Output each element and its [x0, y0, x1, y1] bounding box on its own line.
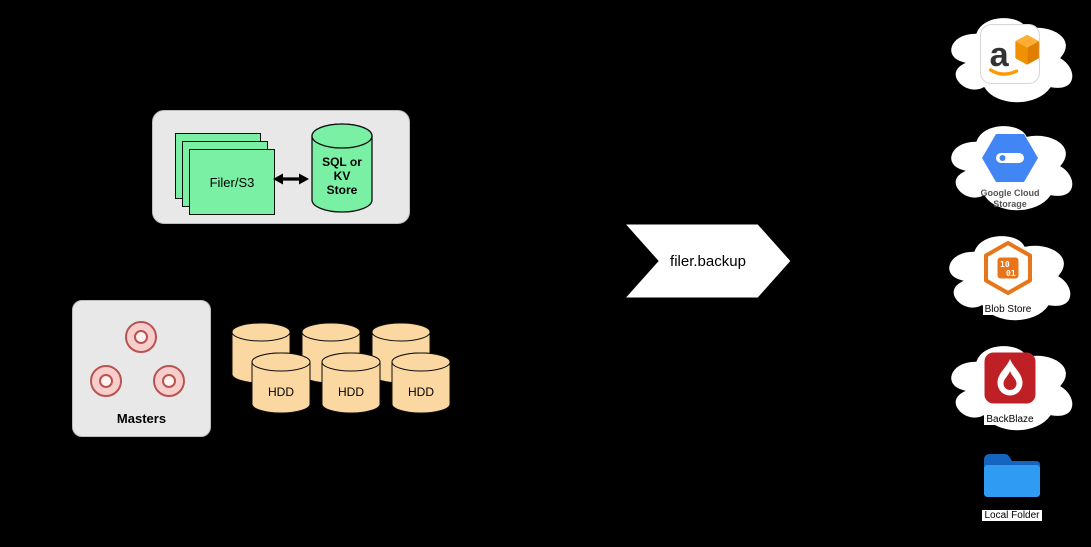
- svg-text:10: 10: [1000, 260, 1010, 269]
- backblaze-flame-icon: [984, 352, 1036, 409]
- filer-cluster-container: Filer/S3 SQL or KV Store: [152, 110, 410, 224]
- local-folder-label: Local Folder: [982, 510, 1042, 521]
- left-right-arrow-icon: [273, 173, 309, 185]
- gcs-cloud: Google Cloud Storage: [940, 116, 1080, 216]
- masters-container: Masters: [72, 300, 211, 437]
- hdd-label: HDD: [408, 385, 434, 399]
- filer-stack-front: Filer/S3: [189, 149, 275, 215]
- aws-cloud-icon: a: [980, 24, 1040, 89]
- svg-text:01: 01: [1006, 269, 1016, 278]
- volume-cylinder-hdd: HDD: [251, 352, 311, 414]
- master-node-icon: [90, 365, 122, 397]
- filer-backup-banner: filer.backup: [623, 223, 792, 299]
- local-folder-destination: Local Folder: [952, 448, 1072, 521]
- volume-cylinder: [301, 322, 361, 384]
- local-folder-icon: [984, 454, 1040, 497]
- aws-cloud: a: [940, 8, 1080, 108]
- blob-store-cloud: 10 01 Blob Store: [938, 226, 1078, 326]
- master-node-icon: [153, 365, 185, 397]
- kv-store-cylinder: [311, 123, 373, 213]
- masters-label: Masters: [116, 411, 167, 426]
- volume-cylinder-hdd: HDD: [321, 352, 381, 414]
- master-node-hole: [134, 330, 148, 344]
- kv-store-label: SQL or KV Store: [322, 155, 362, 197]
- hdd-label: HDD: [338, 385, 364, 399]
- blob-store-icon: 10 01: [980, 240, 1036, 301]
- hdd-label: HDD: [268, 385, 294, 399]
- gcs-label: Google Cloud Storage: [980, 188, 1040, 209]
- volume-cylinder-hdd: HDD: [391, 352, 451, 414]
- google-cloud-storage-icon: [982, 134, 1038, 187]
- backblaze-label: BackBlaze: [984, 414, 1036, 425]
- master-node-hole: [162, 374, 176, 388]
- filer-label: Filer/S3: [209, 174, 255, 190]
- svg-text:a: a: [990, 36, 1010, 74]
- filer-backup-label: filer.backup: [670, 252, 746, 270]
- blob-store-label: Blob Store: [982, 304, 1034, 315]
- master-node-icon: [125, 321, 157, 353]
- backblaze-cloud: BackBlaze: [940, 336, 1080, 436]
- master-node-hole: [99, 374, 113, 388]
